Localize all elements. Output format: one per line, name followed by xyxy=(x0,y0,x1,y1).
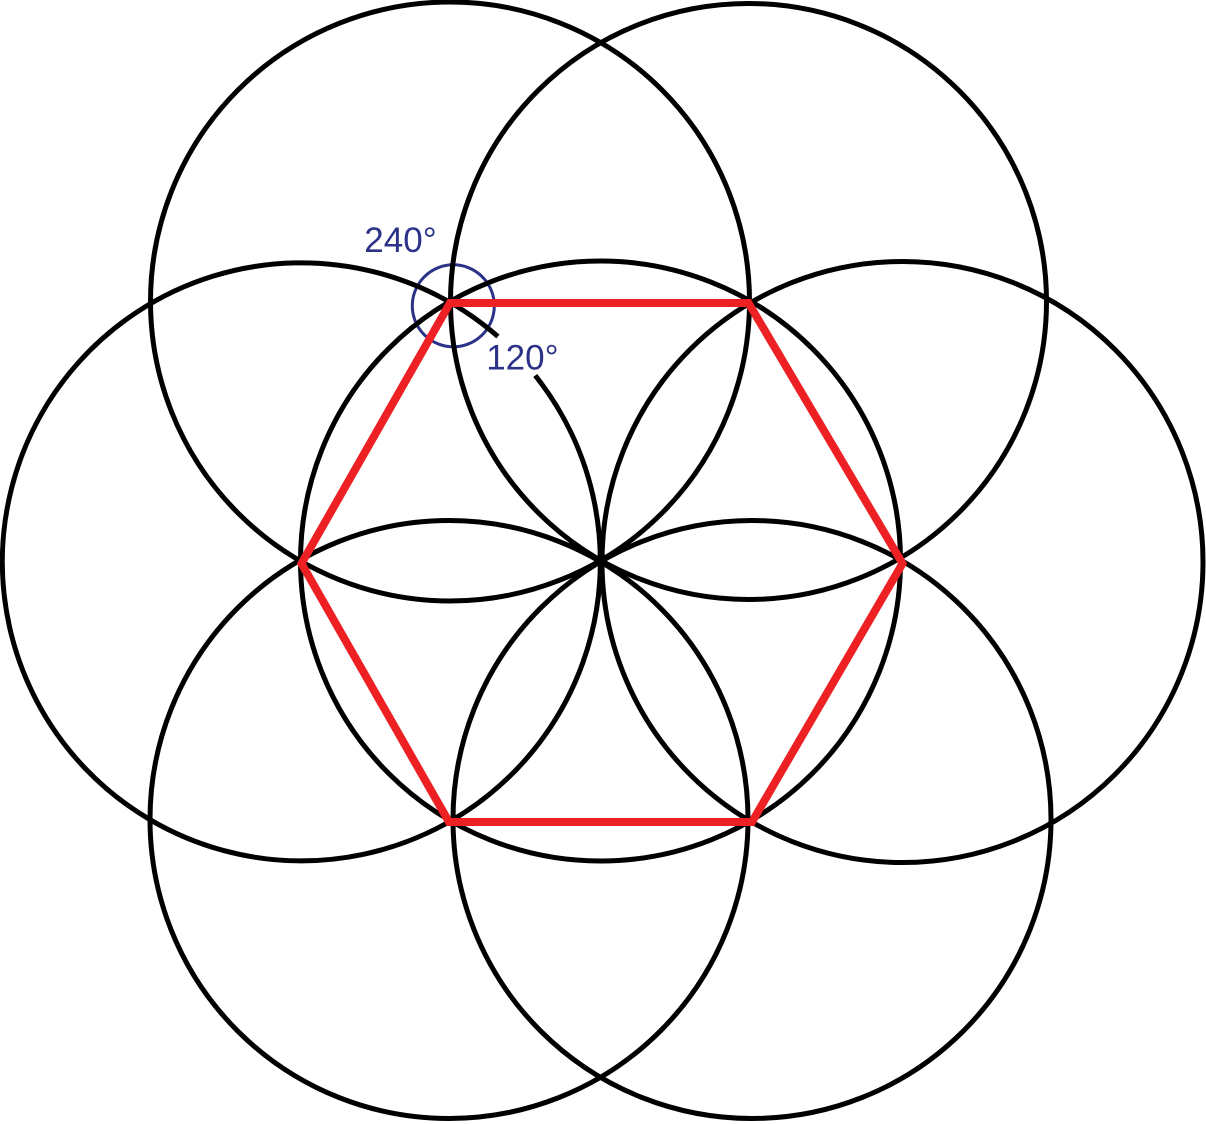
svg-text:120°: 120° xyxy=(486,339,558,378)
svg-text:240°: 240° xyxy=(364,221,436,260)
